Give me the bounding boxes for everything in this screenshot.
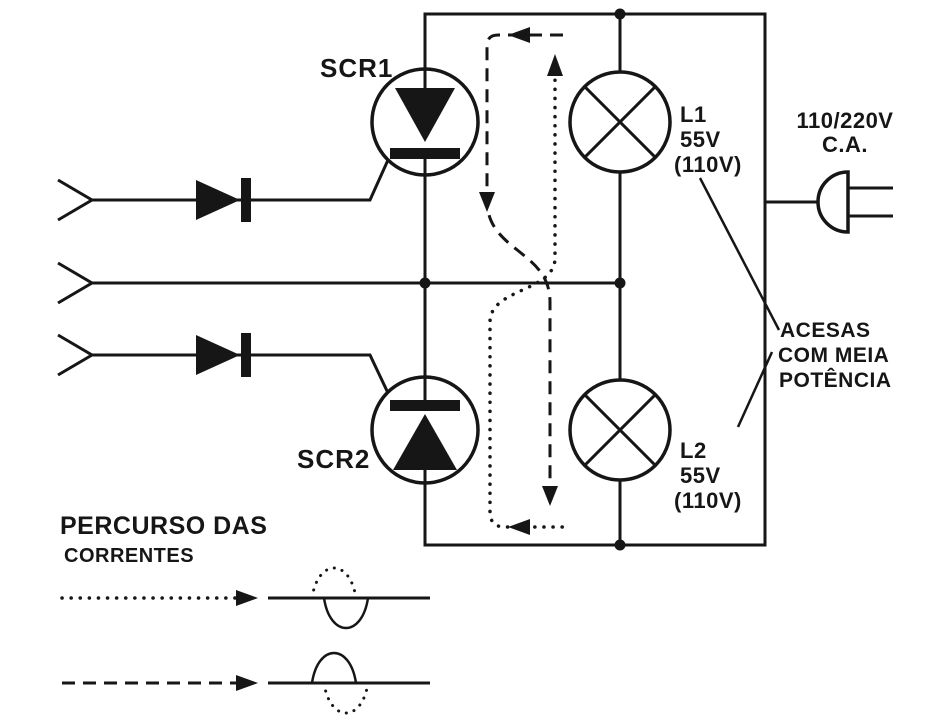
scr1-symbol	[370, 67, 480, 177]
scr1-anode-triangle-icon	[395, 88, 455, 142]
top-input-wire	[92, 159, 390, 202]
lamp2-voltage-label: 55V	[680, 463, 721, 488]
junction-dots	[419, 8, 626, 551]
legend-wave1-positive-half	[310, 566, 358, 600]
legend-wave1-negative-half	[322, 597, 370, 630]
dotted-arrow-left-icon	[508, 519, 530, 535]
lamp2-x-icon	[583, 393, 657, 467]
supply-voltage-label: 110/220V	[797, 108, 894, 133]
supply-type-label: C.A.	[822, 132, 868, 157]
lamp2-voltage-alt-label: (110V)	[674, 488, 742, 513]
legend-title-line1: PERCURSO DAS	[60, 512, 267, 540]
scr2-cathode-bar-icon	[390, 400, 460, 411]
lamp2-symbol	[568, 378, 672, 482]
diode-bottom-bar-icon	[241, 333, 251, 377]
lamp1-voltage-label: 55V	[680, 127, 721, 152]
legend-wave2-positive-half	[310, 651, 358, 684]
dotted-current-path	[488, 54, 567, 535]
note-line2: COM MEIA	[778, 344, 889, 367]
scr1-cathode-bar-icon	[390, 148, 460, 159]
diode-top	[196, 178, 251, 222]
diode-top-bar-icon	[241, 178, 251, 222]
junction-dot	[614, 277, 626, 289]
dashed-arrow-down2-icon	[542, 486, 558, 506]
junction-dot	[614, 8, 626, 20]
lamp1-symbol	[568, 70, 672, 174]
dashed-arrow-left-icon	[508, 27, 530, 43]
lamp1-name-label: L1	[680, 102, 707, 127]
junction-dot	[419, 277, 431, 289]
diode-bottom	[196, 333, 251, 377]
note-pointers	[698, 177, 781, 428]
legend	[60, 566, 430, 715]
plug-symbol	[765, 170, 893, 234]
legend-wave2-negative-half	[322, 681, 370, 715]
diode-bottom-triangle-icon	[196, 335, 240, 375]
note-pointer-to-lamp1	[698, 177, 781, 331]
dotted-current-line	[488, 60, 567, 529]
note-pointer-to-lamp2	[736, 351, 774, 428]
legend-title-line2: CORRENTES	[64, 545, 194, 567]
scr1-label: SCR1	[320, 53, 393, 83]
lamp1-voltage-alt-label: (110V)	[674, 152, 742, 177]
dotted-arrow-up-icon	[547, 54, 563, 76]
scr2-label: SCR2	[297, 444, 370, 474]
scr2-symbol	[370, 375, 480, 485]
input-arrow-top-icon	[57, 178, 95, 222]
legend-dotted-arrow-icon	[236, 590, 258, 606]
dashed-current-path	[479, 27, 563, 506]
bottom-input-wire	[92, 353, 390, 394]
plug-body-icon	[816, 170, 850, 234]
junction-dot	[614, 539, 626, 551]
input-arrow-bottom-icon	[57, 333, 95, 377]
input-arrow-middle-icon	[57, 261, 95, 305]
legend-dashed-arrow-icon	[236, 675, 258, 691]
dashed-current-line	[485, 33, 563, 494]
dashed-arrow-down-icon	[479, 192, 495, 212]
note-line1: ACESAS	[780, 319, 871, 342]
diode-top-triangle-icon	[196, 180, 240, 220]
note-line3: POTÊNCIA	[779, 368, 892, 392]
lamp2-name-label: L2	[680, 438, 707, 463]
lamp1-x-icon	[583, 85, 657, 159]
input-terminals	[57, 178, 95, 377]
plug-prongs-icon	[848, 186, 893, 218]
scr2-anode-triangle-icon	[393, 414, 457, 470]
